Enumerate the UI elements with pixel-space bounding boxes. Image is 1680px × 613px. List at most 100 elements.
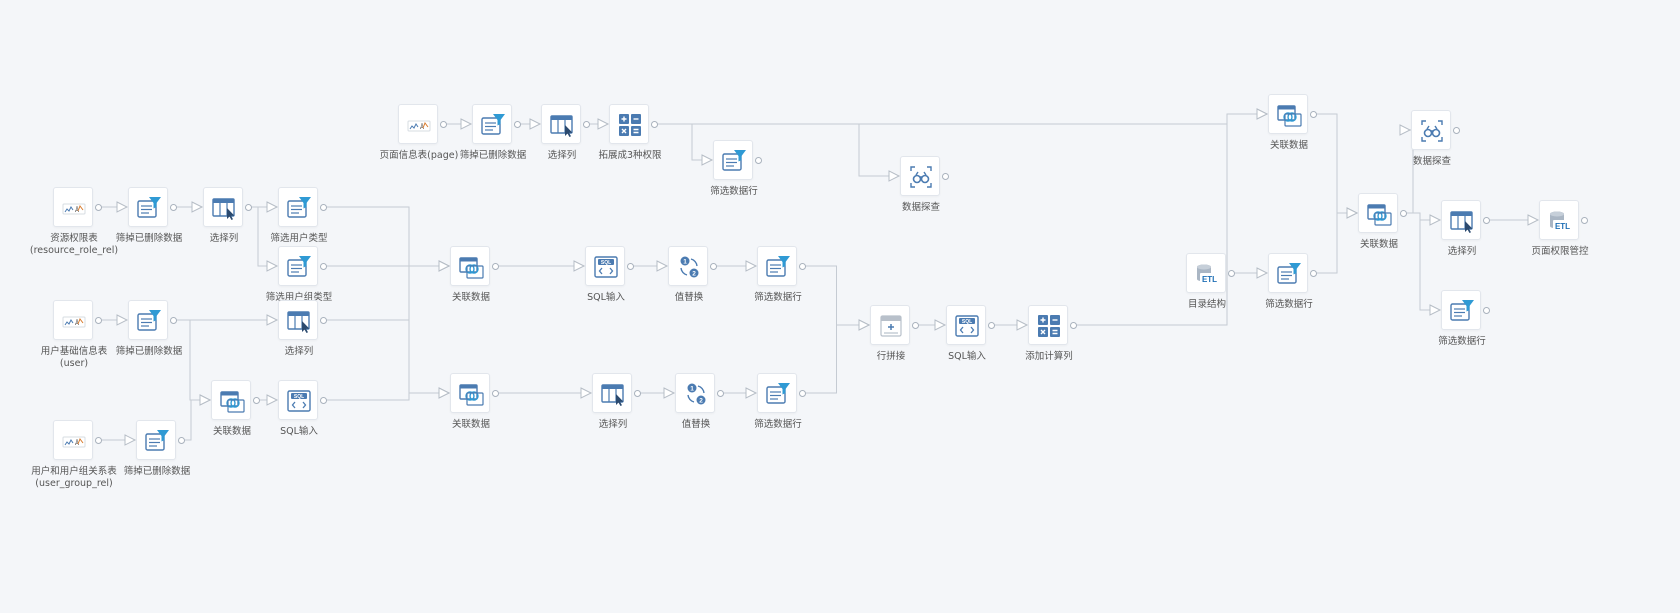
- edge-arrow: [934, 319, 947, 331]
- node-filter-form[interactable]: 筛选数据行: [710, 140, 762, 197]
- output-port[interactable]: [440, 121, 447, 128]
- node-label-text: 拓展成3种权限: [598, 150, 662, 161]
- node-filter-form[interactable]: 筛掉已删除数据: [124, 420, 190, 477]
- output-port[interactable]: [170, 317, 177, 324]
- node-select-column[interactable]: 选择列: [278, 300, 327, 357]
- node-join[interactable]: 关联数据: [450, 373, 499, 430]
- output-port[interactable]: [245, 204, 252, 211]
- svg-text:2: 2: [699, 398, 703, 405]
- node-source[interactable]: Å 页面信息表(page): [380, 104, 458, 161]
- node-replace[interactable]: 1 2 值替换: [668, 246, 717, 303]
- node-label: 筛掉已删除数据: [82, 466, 232, 478]
- output-port[interactable]: [1228, 270, 1235, 277]
- output-port[interactable]: [1070, 322, 1077, 329]
- node-sql[interactable]: SQL SQL输入: [278, 380, 327, 437]
- node-join[interactable]: 关联数据: [1268, 94, 1317, 151]
- node-join[interactable]: 关联数据: [1358, 193, 1407, 250]
- calc-icon: [619, 114, 641, 136]
- edge-arrow: [266, 314, 279, 326]
- join-icon: [1367, 204, 1392, 226]
- node-filter-form[interactable]: 筛选数据行: [1265, 253, 1317, 310]
- output-port[interactable]: [1483, 217, 1490, 224]
- output-port[interactable]: [627, 263, 634, 270]
- output-port[interactable]: [651, 121, 658, 128]
- output-port[interactable]: [942, 173, 949, 180]
- node-calc[interactable]: 拓展成3种权限: [598, 104, 662, 161]
- edge-arrow: [656, 260, 669, 272]
- edge-connector: [175, 319, 204, 401]
- select-column-icon: [550, 115, 573, 137]
- output-port[interactable]: [988, 322, 995, 329]
- node-label: 添加计算列: [974, 351, 1124, 363]
- node-label-text: SQL输入: [587, 292, 625, 303]
- output-port[interactable]: [1400, 210, 1407, 217]
- node-label-text: 关联数据: [1269, 140, 1308, 151]
- node-filter-form[interactable]: 筛选数据行: [1438, 290, 1490, 347]
- node-label: 筛掉已删除数据: [74, 233, 224, 245]
- output-port[interactable]: [253, 397, 260, 404]
- output-port[interactable]: [1483, 307, 1490, 314]
- edge-arrow: [1429, 214, 1442, 226]
- node-sql[interactable]: SQL SQL输入: [946, 305, 995, 362]
- node-source[interactable]: Å 用户和用户组关系表(user_group_rel): [31, 420, 117, 489]
- node-explore[interactable]: 数据探查: [1411, 110, 1460, 167]
- edge-arrow: [191, 201, 204, 213]
- output-port[interactable]: [514, 121, 521, 128]
- node-filter-form[interactable]: 筛选数据行: [754, 246, 806, 303]
- node-select-column[interactable]: 选择列: [1441, 200, 1490, 257]
- output-port[interactable]: [170, 204, 177, 211]
- output-port[interactable]: [710, 263, 717, 270]
- node-join[interactable]: 关联数据: [450, 246, 499, 303]
- node-filter-form[interactable]: 筛选数据行: [754, 373, 806, 430]
- node-filter-form[interactable]: 筛掉已删除数据: [116, 300, 182, 357]
- output-port[interactable]: [1453, 127, 1460, 134]
- edge-arrow: [1256, 267, 1269, 279]
- output-port[interactable]: [634, 390, 641, 397]
- output-port[interactable]: [1310, 270, 1317, 277]
- node-filter-form[interactable]: 筛选用户组类型: [266, 246, 332, 303]
- output-port[interactable]: [492, 263, 499, 270]
- node-filter-form[interactable]: 筛掉已删除数据: [116, 187, 182, 244]
- node-source[interactable]: Å 资源权限表(resource_role_rel): [30, 187, 118, 256]
- output-port[interactable]: [1310, 111, 1317, 118]
- node-sql[interactable]: SQL SQL输入: [585, 246, 634, 303]
- node-join[interactable]: 关联数据: [211, 380, 260, 437]
- node-select-column[interactable]: 选择列: [203, 187, 252, 244]
- node-filter-form[interactable]: 筛选用户类型: [270, 187, 328, 244]
- output-port[interactable]: [583, 121, 590, 128]
- output-port[interactable]: [320, 397, 327, 404]
- node-calc[interactable]: 添加计算列: [1025, 305, 1077, 362]
- output-port[interactable]: [799, 263, 806, 270]
- node-source[interactable]: Å 用户基础信息表(user): [41, 300, 107, 369]
- output-port[interactable]: [755, 157, 762, 164]
- output-port[interactable]: [1581, 217, 1588, 224]
- output-port[interactable]: [717, 390, 724, 397]
- source-icon: Å: [407, 120, 431, 132]
- edge-arrow: [1256, 108, 1269, 120]
- output-port[interactable]: [95, 204, 102, 211]
- node-union[interactable]: 行拼接: [870, 305, 919, 362]
- output-port[interactable]: [799, 390, 806, 397]
- svg-text:ETL: ETL: [1555, 222, 1570, 231]
- svg-text:Å: Å: [420, 124, 424, 131]
- output-port[interactable]: [178, 437, 185, 444]
- node-label-text: 筛选数据行: [710, 186, 758, 197]
- node-label-text: 数据探查: [1412, 156, 1451, 167]
- node-select-column[interactable]: 选择列: [592, 373, 641, 430]
- output-port[interactable]: [320, 317, 327, 324]
- node-replace[interactable]: 1 2 值替换: [675, 373, 724, 430]
- output-port[interactable]: [95, 317, 102, 324]
- output-port[interactable]: [320, 204, 327, 211]
- filter-form-icon: [287, 197, 311, 218]
- node-select-column[interactable]: 选择列: [541, 104, 590, 161]
- output-port[interactable]: [320, 263, 327, 270]
- node-label: 选择列: [1387, 246, 1537, 258]
- output-port[interactable]: [95, 437, 102, 444]
- node-explore[interactable]: 数据探查: [900, 156, 949, 213]
- node-filter-form[interactable]: 筛掉已删除数据: [460, 104, 526, 161]
- output-port[interactable]: [492, 390, 499, 397]
- output-port[interactable]: [912, 322, 919, 329]
